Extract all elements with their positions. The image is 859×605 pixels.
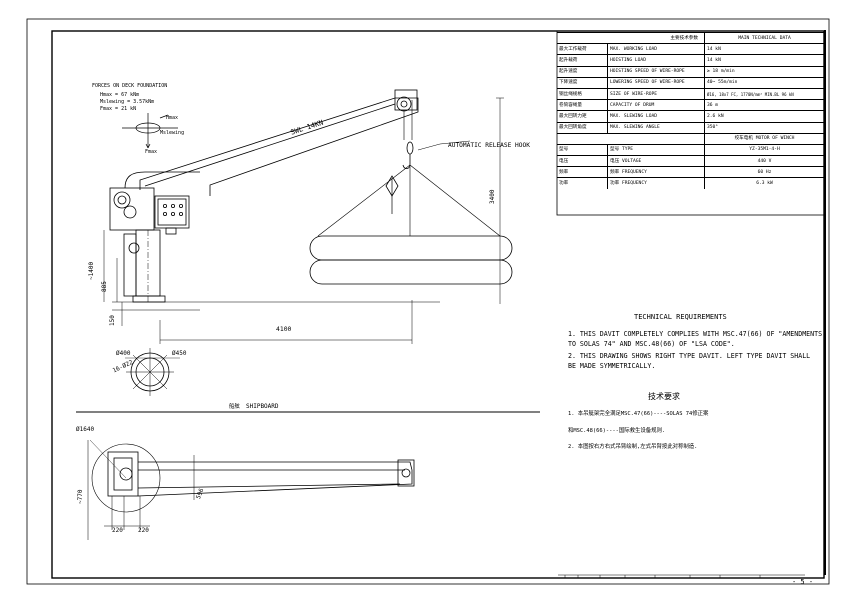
row-value: 350° (704, 121, 824, 134)
row-cn: 起升速度 (557, 65, 608, 78)
row-value: Ø16, 18x7 FC, 1770N/mm² MIN.BL 96 kN (704, 87, 824, 101)
forces-f-label: Fmax (145, 149, 158, 155)
row-name: HOISTING SPEED OF WIRE-ROPE (607, 65, 705, 78)
page-number: - 5 - (792, 578, 814, 586)
dim-150: 150 (109, 315, 116, 326)
tech-data-table: 主要技术参数 MAIN TECHNICAL DATA 最大工作载荷 MAX. W… (557, 31, 824, 189)
row-value: 440 V (704, 155, 824, 168)
table-row: 起升速度 HOISTING SPEED OF WIRE-ROPE ≥ 18 m/… (557, 65, 824, 78)
outer-border (26, 18, 830, 585)
motor-header: 绞车电机 MOTOR OF WINCH (704, 132, 824, 145)
table-row: 最大回转角度 MAX. SLEWING ANGLE 350° (557, 121, 824, 134)
flange-view (125, 348, 180, 396)
forces-line-1: Hmax = 67 kNm (100, 92, 140, 98)
row-cn: 钢丝绳规格 (557, 87, 608, 101)
row-name: 功率 FREQUENCY (607, 177, 705, 189)
dim-885: 885 (101, 281, 108, 292)
plan-dim-220a: 220 (112, 527, 123, 534)
requirements-title-cn: 技术要求 (648, 392, 680, 401)
row-cn: 频率 (557, 166, 608, 179)
table-row: 最大回转力矩 MAX. SLEWING LOAD 2.6 kN (557, 110, 824, 123)
row-cn: 下降速度 (557, 76, 608, 89)
row-value: YZ-35M1-4-H (704, 143, 824, 157)
table-row: 起升载荷 HOISTING LOAD 14 kN (557, 54, 824, 67)
plan-d1640: Ø1640 (76, 426, 95, 433)
row-cn: 功率 (557, 177, 608, 189)
dim-height: 3400 (489, 189, 496, 204)
row-name: MAX. WORKING LOAD (607, 43, 705, 56)
requirement-line-4: BE MADE SYMMETRICALLY. (568, 362, 656, 370)
row-name: 频率 FREQUENCY (607, 166, 705, 179)
row-cn: 起升载荷 (557, 54, 608, 67)
forces-diagram (122, 113, 178, 149)
row-value: 14 kN (704, 43, 824, 56)
tech-data-header-cn: 主要技术参数 (557, 31, 705, 45)
row-cn: 卷筒容绳量 (557, 99, 608, 112)
flange-d2: Ø450 (172, 350, 187, 357)
requirement-cn-line-2: 和MSC.48(66)----国际救生设备规则. (568, 428, 666, 434)
davit-elevation (103, 89, 513, 344)
motor-header-row: 绞车电机 MOTOR OF WINCH (557, 132, 824, 145)
forces-line-2: Mslewing = 3.57kNm (100, 99, 155, 105)
plan-d770: ~770 (77, 489, 84, 504)
requirement-line-2: TO SOLAS 74" AND MSC.48(66) OF "LSA CODE… (568, 340, 735, 348)
row-name: SIZE OF WIRE-ROPE (607, 87, 705, 101)
row-value: ≥ 18 m/min (704, 65, 824, 78)
row-cn: 最大回转力矩 (557, 110, 608, 123)
plan-view (76, 411, 540, 540)
row-cn: 最大回转角度 (557, 121, 608, 134)
requirement-cn-line-3: 2. 本图按右方右式吊臂绘制,左式吊臂按此对称制造. (568, 444, 698, 450)
table-row: 最大工作载荷 MAX. WORKING LOAD 14 kN (557, 43, 824, 56)
row-cn: 型号 (557, 143, 608, 157)
title-block-strip (558, 574, 805, 579)
row-name: CAPACITY OF DRUM (607, 99, 705, 112)
table-row: 电压 电压 VOLTAGE 440 V (557, 155, 824, 168)
row-name: LOWERING SPEED OF WIRE-ROPE (607, 76, 705, 89)
dim-1400: ~1400 (88, 261, 95, 280)
tech-data-header-en: MAIN TECHNICAL DATA (704, 31, 824, 45)
flange-d1: Ø400 (116, 350, 131, 357)
row-value: 60 Hz (704, 166, 824, 179)
requirement-cn-line-1: 1. 本吊艇架完全满足MSC.47(66)----SOLAS 74修正案 (568, 411, 709, 417)
shipboard-label-en: SHIPBOARD (246, 403, 279, 410)
table-row: 下降速度 LOWERING SPEED OF WIRE-ROPE 40~ 55m… (557, 76, 824, 89)
row-name: MAX. SLEWING LOAD (607, 110, 705, 123)
table-row: 钢丝绳规格 SIZE OF WIRE-ROPE Ø16, 18x7 FC, 17… (557, 87, 824, 101)
requirement-line-1: 1. THIS DAVIT COMPLETELY COMPLIES WITH M… (568, 330, 823, 338)
row-value: 2.6 kN (704, 110, 824, 123)
requirements-title: TECHNICAL REQUIREMENTS (634, 313, 727, 321)
row-value: 14 kN (704, 54, 824, 67)
shipboard-label-cn: 船舷 (229, 404, 240, 410)
row-cn: 电压 (557, 155, 608, 168)
tech-data-header-row: 主要技术参数 MAIN TECHNICAL DATA (557, 31, 824, 45)
row-name: 型号 TYPE (607, 143, 705, 157)
hook-leader (439, 140, 471, 145)
table-row: 频率 频率 FREQUENCY 60 Hz (557, 166, 824, 179)
forces-line-3: Fmax = 21 kN (100, 106, 137, 112)
forces-h-label: Hmax (166, 115, 179, 121)
row-value: 6.3 kW (704, 177, 824, 189)
forces-m-label: Mslewing (160, 130, 185, 136)
table-row: 功率 功率 FREQUENCY 6.3 kW (557, 177, 824, 189)
row-cn: 最大工作载荷 (557, 43, 608, 56)
row-value: 40~ 55m/min (704, 76, 824, 89)
row-name: 电压 VOLTAGE (607, 155, 705, 168)
row-value: 36 m (704, 99, 824, 112)
requirement-line-3: 2. THIS DRAWING SHOWS RIGHT TYPE DAVIT. … (568, 352, 811, 360)
dim-outreach: 4100 (276, 325, 292, 333)
row-name: HOISTING LOAD (607, 54, 705, 67)
table-row: 型号 型号 TYPE YZ-35M1-4-H (557, 143, 824, 157)
plan-dim-220b: 220 (138, 527, 149, 534)
row-name: MAX. SLEWING ANGLE (607, 121, 705, 134)
hook-label: AUTOMATIC RELEASE HOOK (448, 142, 530, 149)
forces-title: FORCES ON DECK FOUNDATION (92, 83, 168, 89)
table-row: 卷筒容绳量 CAPACITY OF DRUM 36 m (557, 99, 824, 112)
